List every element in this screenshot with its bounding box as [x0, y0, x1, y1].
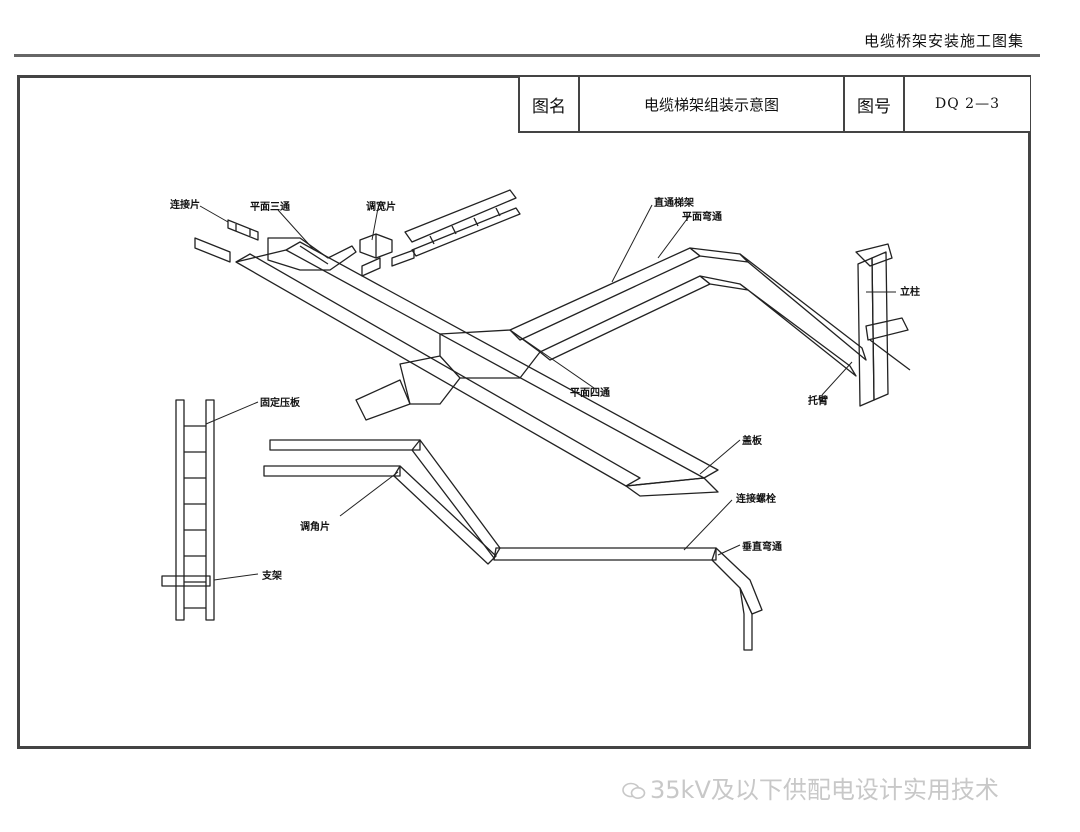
- column-post: [855, 243, 911, 407]
- label-fixing-plate: 固定压板: [260, 398, 300, 409]
- upper-straight-ladder: [509, 247, 867, 377]
- title-block: 图名 电缆梯架组装示意图 图号 DQ 2—3: [518, 77, 1030, 133]
- label-width-adjuster: 调宽片: [366, 202, 396, 213]
- header-rule: [14, 54, 1040, 57]
- label-vertical-elbow: 垂直弯通: [742, 542, 782, 553]
- watermark: 35kV及以下供配电设计实用技术: [622, 770, 999, 805]
- lower-ladder-run: [263, 439, 763, 651]
- connector-plate-part: [194, 219, 259, 263]
- label-flat-cross: 平面四通: [570, 388, 610, 399]
- drawing-name-label: 图名: [520, 77, 580, 131]
- label-flat-tee: 平面三通: [250, 202, 290, 213]
- main-straight-ladder: [235, 241, 719, 497]
- drawing-name-value: 电缆梯架组装示意图: [580, 77, 845, 131]
- drawing-frame: [17, 75, 1031, 749]
- width-adjuster-part: [359, 233, 415, 277]
- leader-lines: [199, 204, 896, 581]
- label-flat-elbow: 平面弯通: [682, 212, 722, 223]
- watermark-text: 35kV及以下供配电设计实用技术: [650, 776, 999, 804]
- label-straight-ladder: 直通梯架: [654, 198, 694, 209]
- label-column: 立柱: [900, 287, 920, 298]
- label-cover: 盖板: [742, 436, 762, 447]
- label-connector-plate: 连接片: [170, 200, 200, 211]
- wechat-icon: [622, 782, 646, 799]
- label-support: 支架: [262, 571, 282, 582]
- label-bracket-arm: 托臂: [808, 396, 828, 407]
- flat-cross: [355, 329, 541, 421]
- drawing-number-value: DQ 2—3: [935, 96, 1000, 112]
- short-ladder-part: [404, 189, 521, 257]
- label-connecting-bolt: 连接螺栓: [736, 494, 776, 505]
- drawing-number-label: 图号: [845, 77, 905, 131]
- header-title: 电缆桥架安装施工图集: [863, 32, 1024, 50]
- label-angle-adjuster: 调角片: [300, 522, 330, 533]
- vertical-ladder: [161, 399, 215, 621]
